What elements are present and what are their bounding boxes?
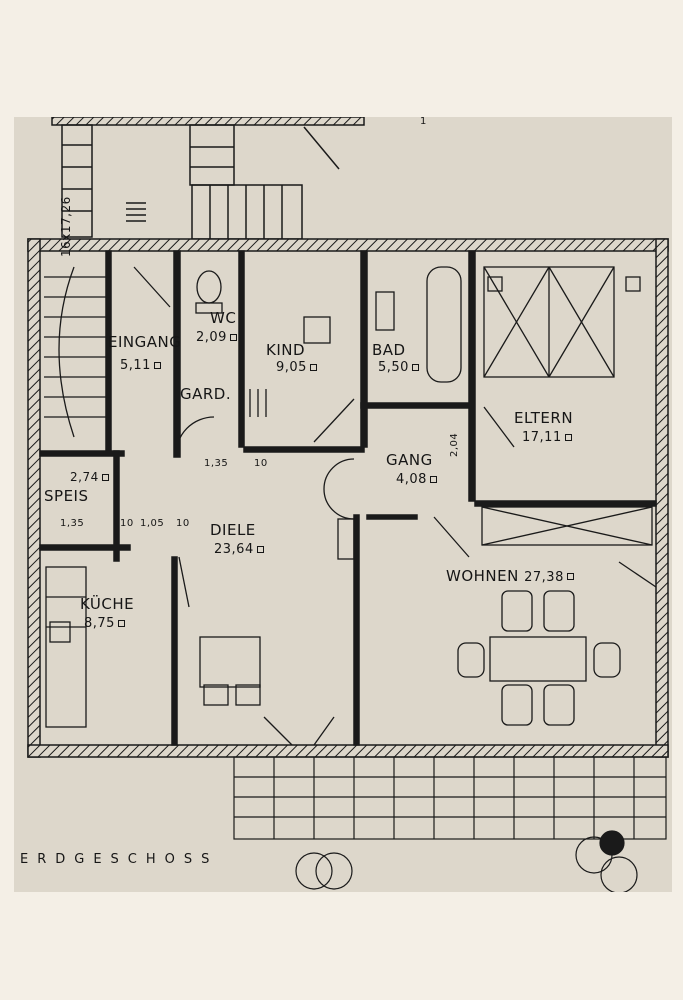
dim-1-35-diele: 1,35 <box>204 458 229 469</box>
dim-2-04: 2,04 <box>449 432 460 457</box>
room-bad-area: 5,50 <box>378 361 419 374</box>
room-gang-name: GANG <box>386 451 433 469</box>
room-kueche-area: 8,75 <box>84 617 125 630</box>
exterior-walls <box>27 238 669 758</box>
room-diele-name: DIELE <box>210 521 256 539</box>
room-wc-name: WC <box>210 309 237 327</box>
room-gard-name: GARD. <box>180 385 232 403</box>
fixtures <box>44 266 657 746</box>
room-eltern-area: 17,11 <box>522 431 572 444</box>
room-kind-name: KIND <box>266 341 306 359</box>
room-eingang-area: 5,11 <box>120 359 161 372</box>
room-wohnen-label: WOHNEN 27,38 <box>446 569 574 584</box>
dim-10-diele: 10 <box>254 458 268 469</box>
top-annex <box>51 117 365 240</box>
plan-sheet: 16x17,26 1 EINGANG 5,11 WC 2,09 KIND 9,0… <box>14 117 672 892</box>
terrace <box>233 756 667 892</box>
room-gang-area: 4,08 <box>396 473 437 486</box>
room-bad-name: BAD <box>372 341 406 359</box>
dim-10-kueche: 10 <box>176 518 190 529</box>
plan-title: ERDGESCHOSS <box>20 852 219 867</box>
floor-plan-drawing <box>27 117 669 892</box>
room-speis-name: SPEIS <box>44 487 89 505</box>
room-wc-area: 2,09 <box>196 331 237 344</box>
room-eingang-name: EINGANG <box>108 333 182 351</box>
room-kueche-name: KÜCHE <box>80 595 135 613</box>
room-speis-area: 2,74 <box>70 471 109 483</box>
top-marker: 1 <box>420 116 427 127</box>
interior-walls <box>39 250 657 746</box>
dim-1-05: 1,05 <box>140 518 165 529</box>
dim-1-35-speis: 1,35 <box>60 518 85 529</box>
room-kind-area: 9,05 <box>276 361 317 374</box>
stair-dimension: 16x17,26 <box>59 196 73 257</box>
room-eltern-name: ELTERN <box>514 409 574 427</box>
room-diele-area: 23,64 <box>214 543 264 556</box>
dim-10-speis: 10 <box>120 518 134 529</box>
